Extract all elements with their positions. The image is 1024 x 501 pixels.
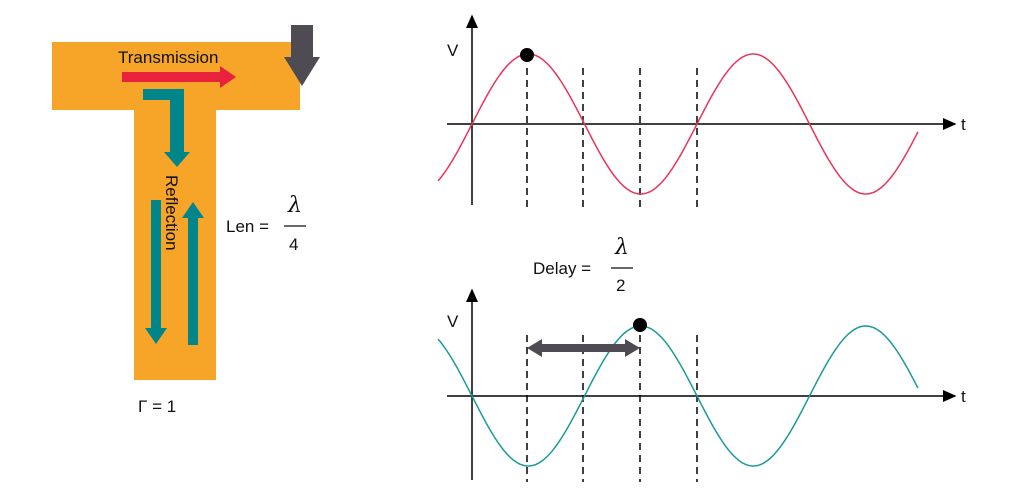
up-arrow-icon	[182, 202, 204, 345]
top-peak-dot	[520, 48, 534, 62]
transmission-arrow-icon	[122, 66, 236, 88]
top-dashed-lines	[526, 68, 698, 208]
bottom-peak-dot	[633, 318, 647, 332]
len-label: Len =	[226, 217, 269, 236]
bottom-y-label: V	[447, 312, 459, 331]
bottom-plot: V t	[437, 288, 966, 482]
delay-label: Delay =	[533, 259, 591, 278]
down-arrow-icon	[145, 200, 167, 344]
transmission-label: Transmission	[118, 48, 218, 67]
delay-numerator: λ	[614, 235, 629, 260]
len-denominator: 4	[289, 235, 298, 254]
len-numerator: λ	[287, 193, 302, 218]
top-y-label: V	[447, 41, 459, 60]
bottom-wave	[437, 325, 919, 467]
top-x-label: t	[961, 115, 966, 134]
incoming-arrow-icon	[284, 25, 320, 86]
bottom-dashed-lines	[526, 335, 698, 482]
top-plot: V t	[437, 14, 966, 208]
delay-double-arrow-icon	[527, 339, 640, 357]
delay-denominator: 2	[616, 276, 625, 295]
reflection-label: Reflection	[162, 175, 181, 251]
reflection-turn-arrow-icon	[143, 89, 190, 167]
gamma-label: Γ = 1	[138, 397, 176, 416]
top-wave	[437, 53, 919, 195]
bottom-x-label: t	[961, 387, 966, 406]
